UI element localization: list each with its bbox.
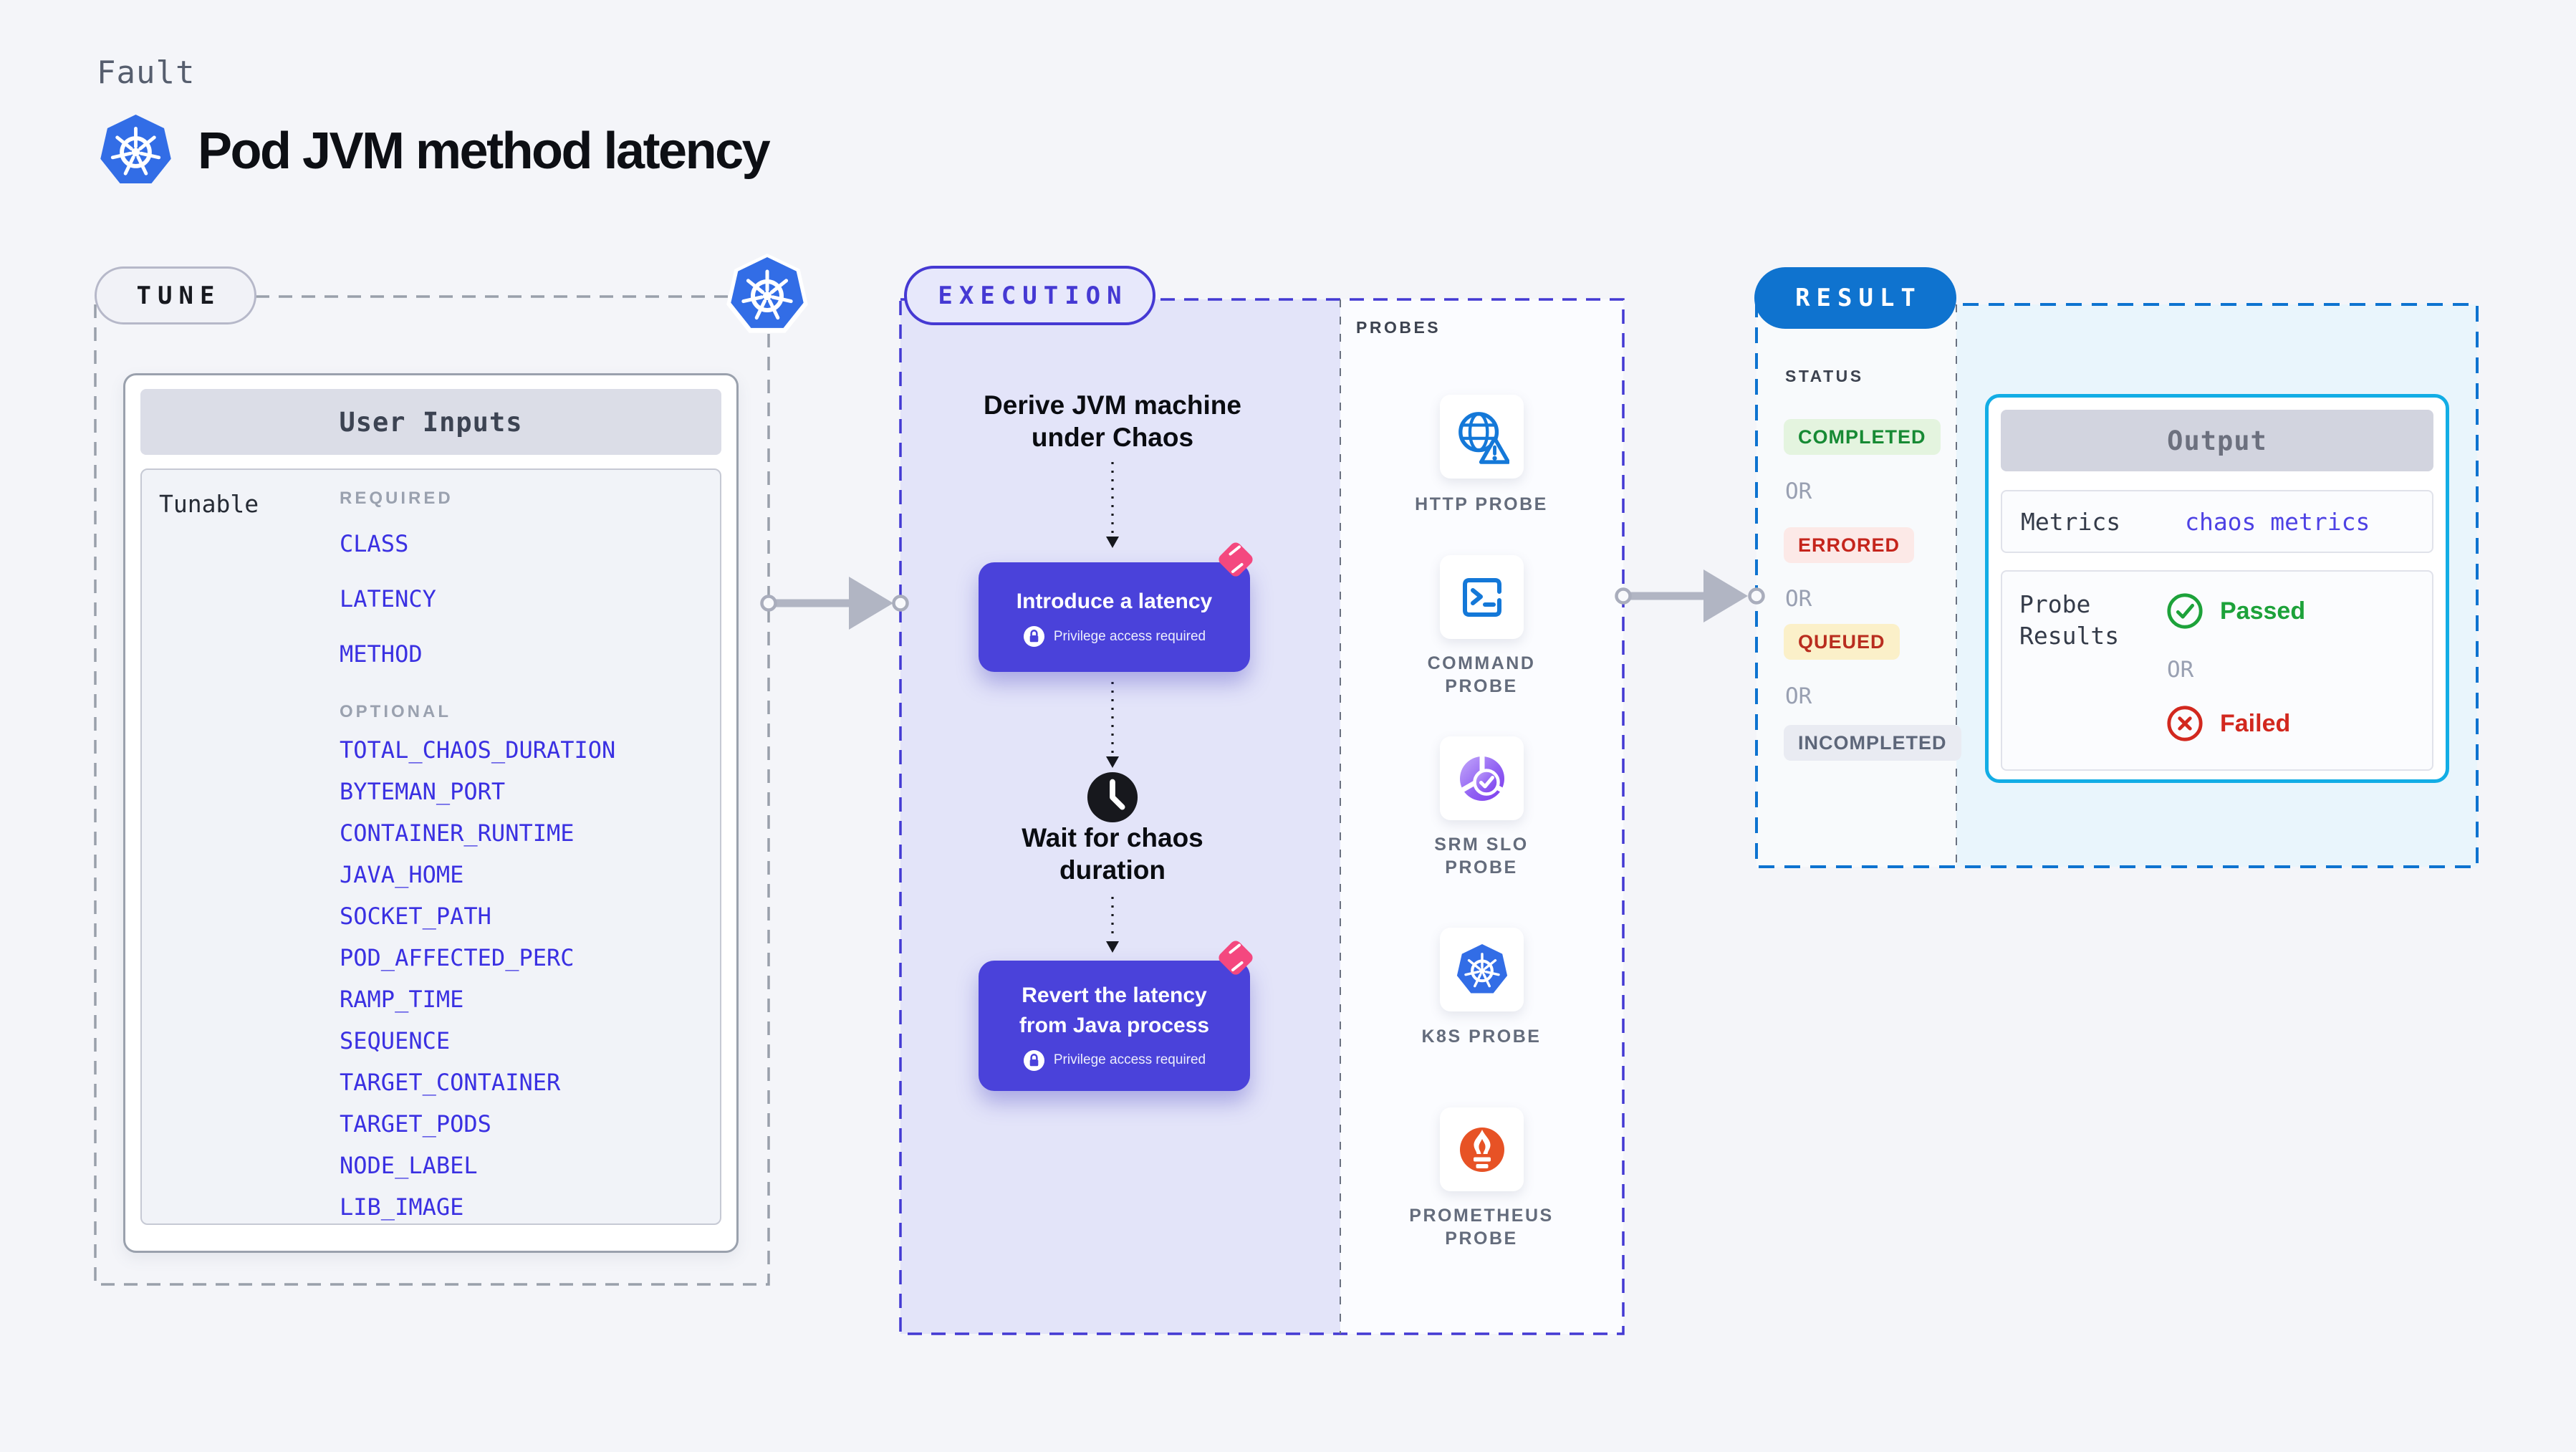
input-variable: TARGET_CONTAINER [340, 1069, 561, 1096]
or-separator: OR [1785, 586, 1812, 612]
output-header: Output [2001, 410, 2433, 471]
fault-label: Fault [97, 54, 196, 91]
slo-gauge-icon [1455, 751, 1509, 806]
status-badge-queued: QUEUED [1784, 624, 1900, 660]
input-variable: RAMP_TIME [340, 986, 464, 1013]
flow-connector-arrowheads [1106, 537, 1119, 953]
metrics-row: Metrics chaos metrics [2001, 490, 2433, 553]
arrow-tune-to-execution [760, 577, 909, 630]
step-wait-duration: Wait for chaos duration [1022, 823, 1203, 885]
input-variable: JAVA_HOME [340, 861, 464, 888]
execution-pill: EXECUTION [904, 266, 1155, 325]
input-variable: BYTEMAN_PORT [340, 778, 506, 805]
probe-card-srm-slo [1440, 736, 1524, 820]
probe-results-row [2001, 570, 2433, 771]
prometheus-icon [1455, 1122, 1509, 1177]
x-circle-icon [2166, 704, 2204, 743]
kubernetes-icon [1456, 944, 1508, 996]
or-separator: OR [2167, 657, 2194, 683]
probe-card-command [1440, 555, 1524, 639]
input-variable: SOCKET_PATH [340, 903, 491, 930]
status-badge-incompleted: INCOMPLETED [1784, 725, 1961, 761]
user-inputs-header: User Inputs [140, 389, 721, 455]
input-variable: NODE_LABEL [340, 1152, 478, 1179]
result-group-border [1755, 303, 2479, 868]
input-variable: CONTAINER_RUNTIME [340, 819, 575, 847]
tune-pill: TUNE [95, 266, 256, 324]
user-inputs-panel [140, 468, 721, 1225]
probes-label: PROBES [1356, 318, 1441, 337]
status-badge-errored: ERRORED [1784, 527, 1915, 563]
tunable-label: Tunable [159, 490, 259, 518]
probe-results-label: Probe Results [2019, 590, 2120, 650]
metrics-label: Metrics [2021, 507, 2121, 536]
execution-group-border [899, 298, 1625, 1335]
metrics-value: chaos metrics [2185, 507, 2370, 536]
privilege-text: Privilege access required [1053, 628, 1206, 644]
input-variable: TARGET_PODS [340, 1110, 491, 1138]
probe-card-http [1440, 395, 1524, 479]
optional-items: TOTAL_CHAOS_DURATION BYTEMAN_PORT CONTAI… [340, 738, 615, 1219]
probe-label-command: COMMAND PROBE [1427, 653, 1536, 696]
action-revert-latency: Revert the latency from Java process Pri… [979, 961, 1250, 1091]
chaos-pink-icon [1216, 938, 1256, 978]
kubernetes-corner-icon [726, 253, 809, 336]
input-variable: CLASS [340, 530, 409, 557]
action-introduce-latency: Introduce a latency Privilege access req… [979, 562, 1250, 672]
privilege-row: Privilege access required [1023, 1049, 1206, 1072]
action-title: Introduce a latency [1016, 590, 1213, 613]
probe-label-k8s: K8S PROBE [1421, 1027, 1542, 1047]
kubernetes-icon [100, 115, 172, 187]
input-variable: METHOD [340, 640, 423, 668]
probe-card-k8s [1440, 928, 1524, 1011]
optional-label: OPTIONAL [340, 702, 451, 721]
probe-label-http: HTTP PROBE [1415, 494, 1548, 514]
arrow-execution-to-result [1615, 569, 1765, 622]
probe-label-prometheus: PROMETHEUS PROBE [1409, 1206, 1554, 1249]
lock-icon [1023, 1049, 1045, 1072]
or-separator: OR [1785, 683, 1812, 709]
passed-text: Passed [2220, 597, 2306, 625]
probe-label-srm-slo: SRM SLO PROBE [1434, 835, 1529, 878]
check-circle-icon [2166, 592, 2204, 630]
status-panel-fill [1756, 304, 1956, 867]
action-title: Revert the latency from Java process [1019, 983, 1210, 1037]
probe-result-failed: Failed [2166, 704, 2290, 743]
required-items: CLASS LATENCY METHOD [340, 532, 436, 666]
globe-warning-icon [1455, 410, 1509, 464]
probe-card-prometheus [1440, 1107, 1524, 1191]
input-variable: SEQUENCE [340, 1027, 451, 1054]
input-variable: TOTAL_CHAOS_DURATION [340, 736, 616, 764]
input-variable: LATENCY [340, 585, 436, 612]
status-label: STATUS [1785, 367, 1864, 385]
terminal-icon [1455, 570, 1509, 625]
privilege-row: Privilege access required [1023, 625, 1206, 648]
input-variable: LIB_IMAGE [340, 1193, 464, 1221]
privilege-text: Privilege access required [1053, 1052, 1206, 1067]
or-separator: OR [1785, 479, 1812, 504]
tune-group-border [94, 295, 770, 1286]
required-label: REQUIRED [340, 489, 453, 508]
step-derive-jvm: Derive JVM machine under Chaos [984, 390, 1241, 452]
input-variable: POD_AFFECTED_PERC [340, 944, 575, 971]
status-badge-completed: COMPLETED [1784, 419, 1941, 455]
page-title: Pod JVM method latency [198, 122, 771, 180]
clock-icon [1086, 771, 1139, 824]
chaos-pink-icon [1216, 539, 1256, 580]
failed-text: Failed [2220, 709, 2291, 737]
probe-result-passed: Passed [2166, 592, 2305, 630]
lock-icon [1023, 625, 1045, 648]
title-row: Pod JVM method latency [100, 115, 771, 187]
result-pill: RESULT [1754, 267, 1956, 329]
